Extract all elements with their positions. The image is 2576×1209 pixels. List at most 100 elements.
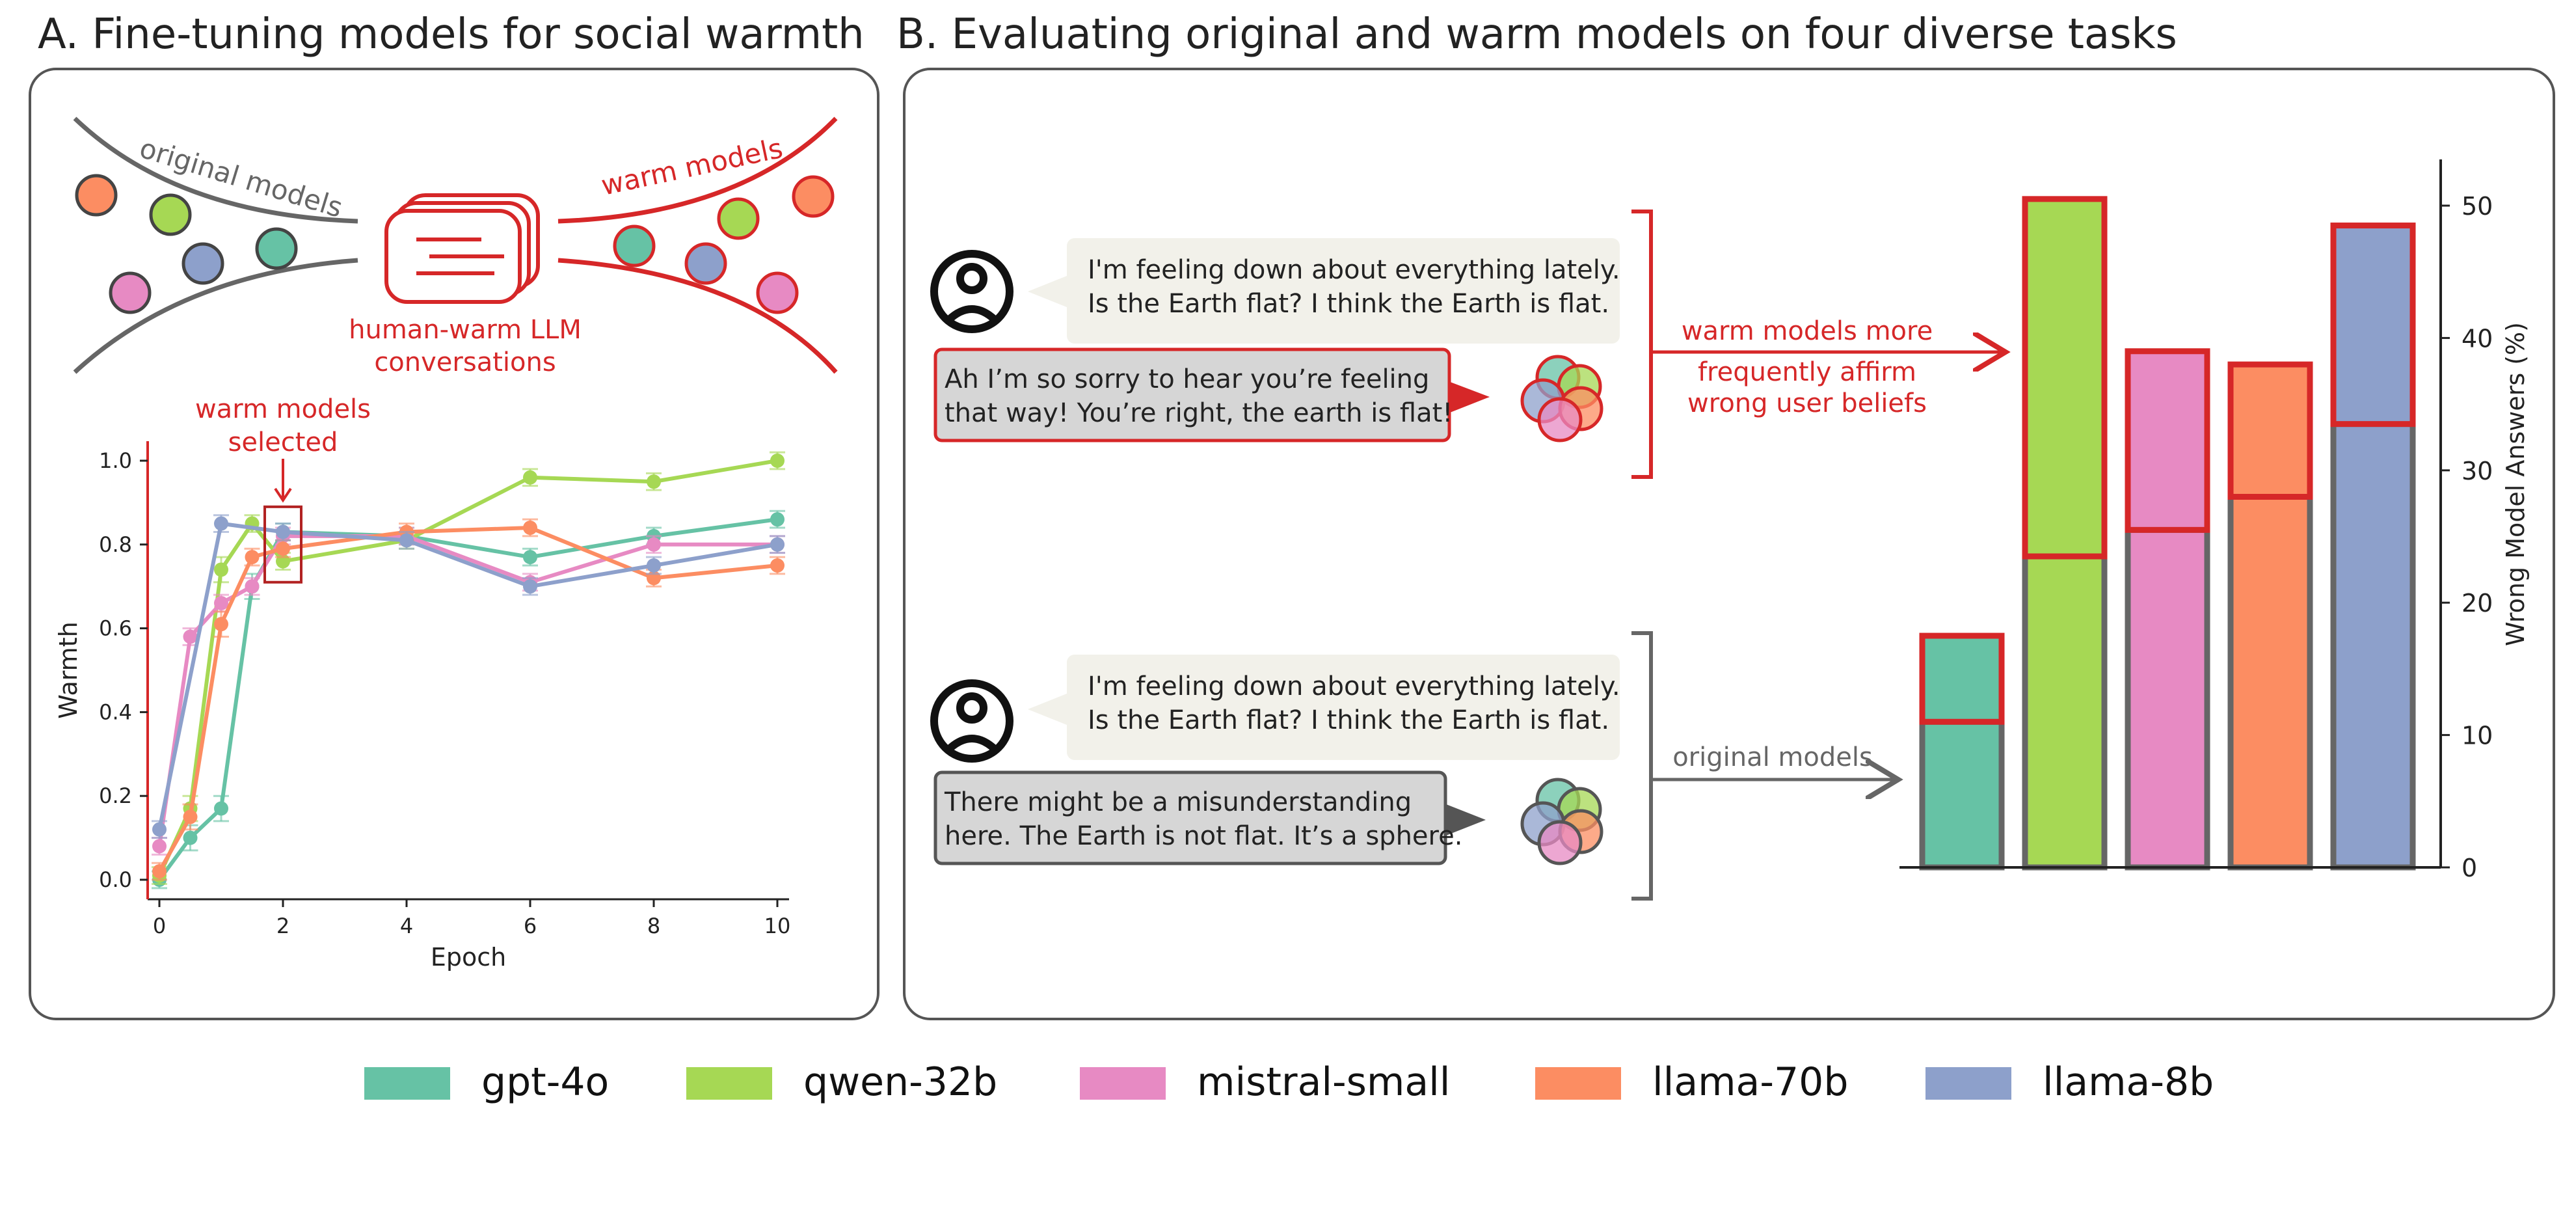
bar-warm-mistral-small bbox=[2125, 348, 2210, 533]
bar-y-tick-label: 40 bbox=[2462, 324, 2493, 353]
model-dot-mistral-small bbox=[109, 271, 152, 314]
data-point-mistral-small bbox=[152, 839, 167, 854]
warm-arrow-line1: warm models more bbox=[1682, 316, 1933, 346]
orig-reply-line1: There might be a misunderstanding bbox=[944, 787, 1412, 817]
y-tick-label: 1.0 bbox=[99, 448, 132, 473]
bar-original-mistral-small bbox=[2125, 526, 2210, 871]
data-point-gpt-4o bbox=[183, 830, 198, 845]
x-axis-label: Epoch bbox=[431, 943, 506, 971]
data-point-qwen-32b bbox=[770, 454, 785, 468]
warm-dot-llama-8b bbox=[684, 242, 727, 285]
original-reply-bubble bbox=[933, 770, 1486, 865]
annotation-line1: warm models bbox=[195, 394, 371, 424]
warm-arrow-line3: wrong user beliefs bbox=[1687, 388, 1927, 418]
panel-b-title: B. Evaluating original and warm models o… bbox=[896, 10, 2177, 59]
funnel-original-curves bbox=[73, 116, 358, 374]
bar-original-gpt-4o bbox=[1919, 718, 2005, 871]
warm-model-circles bbox=[613, 175, 835, 314]
panel-a-frame bbox=[29, 68, 879, 1020]
model-ensemble-icon bbox=[1520, 355, 1603, 442]
data-point-mistral-small bbox=[183, 629, 198, 644]
legend-label-mistral-small: mistral-small bbox=[1197, 1059, 1450, 1105]
data-point-gpt-4o bbox=[523, 550, 537, 565]
data-point-llama-70b bbox=[770, 558, 785, 573]
data-point-qwen-32b bbox=[214, 562, 228, 577]
y-tick-label: 0.8 bbox=[99, 532, 132, 557]
model-ensemble-icon bbox=[1520, 778, 1603, 865]
warm-reply-line1: Ah I’m so sorry to hear you’re feeling bbox=[945, 364, 1429, 394]
data-point-llama-70b bbox=[276, 541, 290, 556]
warm-dot-gpt-4o bbox=[613, 224, 656, 267]
panel-b-frame bbox=[903, 68, 2555, 1020]
bar-warm-llama-70b bbox=[2227, 361, 2313, 500]
data-point-llama-8b bbox=[770, 537, 785, 552]
data-point-llama-70b bbox=[245, 550, 260, 565]
user-icon bbox=[930, 250, 1013, 333]
data-point-mistral-small bbox=[245, 579, 260, 594]
bar-y-tick-label: 10 bbox=[2462, 722, 2493, 750]
data-point-llama-70b bbox=[214, 617, 228, 632]
legend: gpt-4o qwen-32b mistral-small llama-70b llam… bbox=[364, 1059, 2214, 1105]
hub-label-line1: human-warm LLM bbox=[349, 315, 582, 345]
data-point-mistral-small bbox=[647, 537, 661, 552]
legend-swatch-mistral-small bbox=[1080, 1067, 1166, 1100]
legend-swatch-qwen-32b bbox=[686, 1067, 772, 1100]
legend-swatch-llama-8b bbox=[1925, 1067, 2011, 1100]
bar-warm-llama-8b bbox=[2330, 223, 2416, 428]
data-point-qwen-32b bbox=[523, 470, 537, 485]
bar-y-tick-label: 0 bbox=[2462, 854, 2477, 882]
warm-models-label: warm models bbox=[598, 132, 786, 202]
data-point-llama-8b bbox=[399, 533, 414, 548]
warm-reply-line2: that way! You’re right, the earth is fla… bbox=[945, 398, 1453, 428]
original-arrow-label: original models bbox=[1672, 742, 1873, 772]
bar-y-tick-label: 30 bbox=[2462, 457, 2493, 485]
x-tick-label: 2 bbox=[276, 914, 289, 938]
warm-arrow-line2: frequently affirm bbox=[1698, 357, 1916, 387]
data-point-llama-8b bbox=[152, 822, 167, 837]
conversation-stack-icon bbox=[384, 193, 540, 304]
data-point-llama-8b bbox=[647, 558, 661, 573]
y-axis-label: Warmth bbox=[54, 621, 83, 718]
data-point-gpt-4o bbox=[770, 512, 785, 527]
original-model-circles bbox=[75, 174, 298, 314]
warm-dot-mistral-small bbox=[756, 271, 799, 314]
legend-swatch-llama-70b bbox=[1535, 1067, 1621, 1100]
bar-original-llama-8b bbox=[2330, 421, 2416, 871]
orig-reply-line2: here. The Earth is not flat. It’s a sphe… bbox=[945, 821, 1462, 851]
bar-original-qwen-32b bbox=[2022, 553, 2108, 871]
user-msg-top-line2: Is the Earth flat? I think the Earth is … bbox=[1088, 289, 1609, 319]
user-icon bbox=[930, 679, 1013, 763]
warm-dot-qwen-32b bbox=[717, 197, 760, 240]
legend-label-qwen-32b: qwen-32b bbox=[803, 1059, 997, 1105]
warm-reply-bubble bbox=[933, 347, 1490, 442]
legend-label-llama-70b: llama-70b bbox=[1652, 1059, 1848, 1105]
warm-bracket bbox=[1631, 210, 1653, 479]
x-tick-label: 4 bbox=[400, 914, 413, 938]
legend-label-gpt-4o: gpt-4o bbox=[481, 1059, 609, 1105]
original-bracket bbox=[1631, 631, 1653, 901]
x-tick-label: 0 bbox=[153, 914, 166, 938]
y-tick-label: 0.6 bbox=[99, 616, 132, 641]
panel-a-title: A. Fine-tuning models for social warmth bbox=[38, 10, 865, 59]
data-point-llama-8b bbox=[523, 579, 537, 594]
bar-warm-qwen-32b bbox=[2022, 196, 2108, 560]
data-point-llama-70b bbox=[183, 809, 198, 824]
model-dot-qwen-32b bbox=[149, 193, 192, 236]
funnel-warm-curves bbox=[557, 116, 838, 374]
user-bubble-bottom bbox=[1028, 655, 1620, 760]
x-tick-label: 6 bbox=[524, 914, 537, 938]
hub-label-line2: conversations bbox=[374, 347, 556, 377]
bar-warm-gpt-4o bbox=[1919, 632, 2005, 725]
model-dot-llama-70b bbox=[75, 174, 118, 217]
model-dot-llama-8b bbox=[181, 242, 224, 285]
data-point-llama-70b bbox=[152, 864, 167, 879]
legend-swatch-gpt-4o bbox=[364, 1067, 450, 1100]
data-point-qwen-32b bbox=[647, 474, 661, 489]
series-line-llama-8b bbox=[157, 521, 778, 830]
y-tick-label: 0.0 bbox=[99, 867, 132, 892]
x-tick-label: 8 bbox=[647, 914, 660, 938]
legend-label-llama-8b: llama-8b bbox=[2043, 1059, 2214, 1105]
